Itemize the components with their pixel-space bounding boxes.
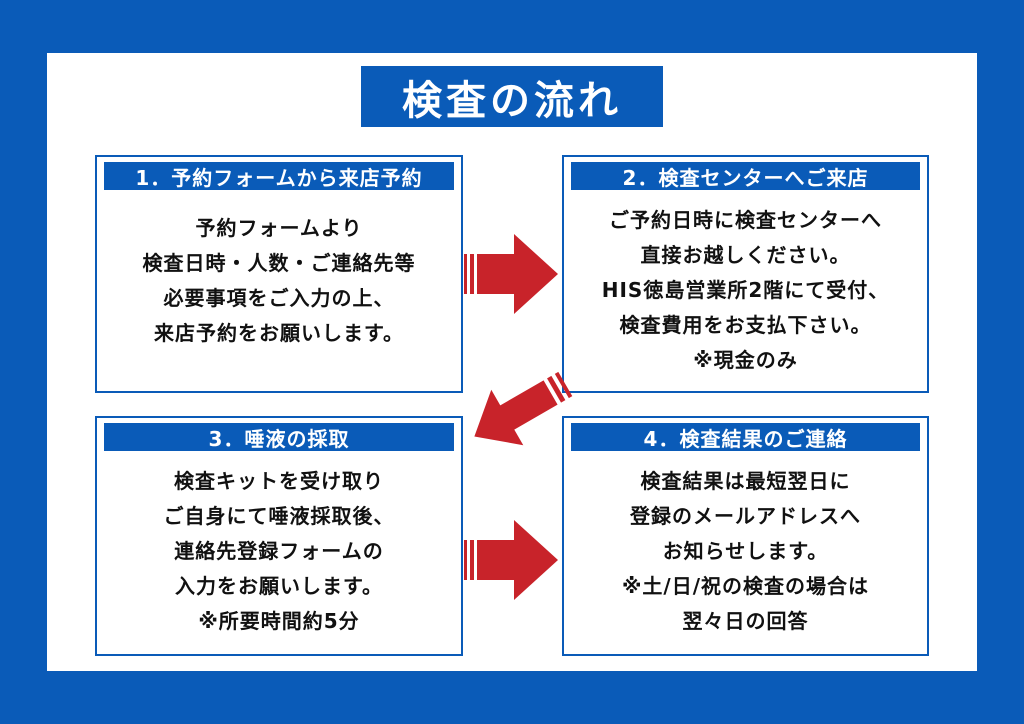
step-2-box: 2．検査センターへご来店 ご予約日時に検査センターへ 直接お越しください。 HI… (562, 155, 929, 393)
step-3-line: 入力をお願いします。 (175, 574, 383, 598)
step-1-line: 予約フォームより (195, 216, 363, 240)
step-4-box: 4．検査結果のご連絡 検査結果は最短翌日に 登録のメールアドレスへ お知らせしま… (562, 416, 929, 656)
step-1-header: 1．予約フォームから来店予約 (104, 162, 454, 190)
step-4-line: 翌々日の回答 (682, 609, 809, 633)
step-4-line: 登録のメールアドレスへ (630, 504, 861, 528)
step-4-line: 検査結果は最短翌日に (640, 469, 851, 493)
step-4-body: 検査結果は最短翌日に 登録のメールアドレスへ お知らせします。 ※土/日/祝の検… (564, 464, 927, 639)
step-2-line: HIS徳島営業所2階にて受付、 (601, 278, 890, 302)
step-3-line: ※所要時間約5分 (198, 609, 360, 633)
right-arrow-icon (464, 234, 558, 314)
step-3-line: 検査キットを受け取り (174, 469, 384, 493)
step-1-line: 来店予約をお願いします。 (154, 321, 404, 345)
step-3-header: 3．唾液の採取 (104, 423, 454, 451)
step-2-line: ※現金のみ (693, 348, 798, 372)
step-4-line: お知らせします。 (662, 539, 829, 563)
step-3-line: ご自身にて唾液採取後、 (163, 504, 395, 528)
step-2-line: 検査費用をお支払下さい。 (619, 313, 872, 337)
right-arrow-icon (464, 520, 558, 600)
step-4-header: 4．検査結果のご連絡 (571, 423, 920, 451)
step-2-body: ご予約日時に検査センターへ 直接お越しください。 HIS徳島営業所2階にて受付、… (564, 203, 927, 378)
step-3-line: 連絡先登録フォームの (174, 539, 384, 563)
step-1-body: 予約フォームより 検査日時・人数・ご連絡先等 必要事項をご入力の上、 来店予約を… (97, 211, 461, 351)
step-2-line: 直接お越しください。 (640, 243, 851, 267)
step-3-body: 検査キットを受け取り ご自身にて唾液採取後、 連絡先登録フォームの 入力をお願い… (97, 464, 461, 639)
step-1-line: 必要事項をご入力の上、 (163, 286, 395, 310)
step-4-line: ※土/日/祝の検査の場合は (621, 574, 870, 598)
step-2-header: 2．検査センターへご来店 (571, 162, 920, 190)
page-title: 検査の流れ (361, 66, 663, 127)
step-2-line: ご予約日時に検査センターへ (609, 208, 882, 232)
step-1-line: 検査日時・人数・ご連絡先等 (142, 251, 416, 275)
step-1-box: 1．予約フォームから来店予約 予約フォームより 検査日時・人数・ご連絡先等 必要… (95, 155, 463, 393)
diagonal-arrow-icon (474, 371, 573, 446)
step-3-box: 3．唾液の採取 検査キットを受け取り ご自身にて唾液採取後、 連絡先登録フォーム… (95, 416, 463, 656)
